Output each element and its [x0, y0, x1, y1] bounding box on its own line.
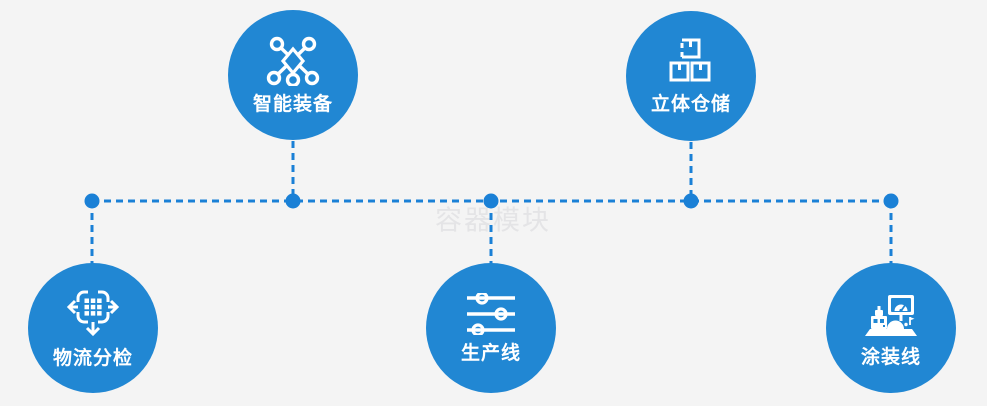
- node-logistics-sorting: 物流分检: [28, 263, 158, 393]
- node-production-line: 生产线: [426, 263, 556, 393]
- node-label: 涂装线: [860, 347, 921, 368]
- network-nodes-icon: [266, 36, 320, 86]
- node-label: 智能装备: [252, 94, 333, 115]
- node-label: 物流分检: [52, 348, 133, 369]
- sliders-icon: [467, 293, 515, 335]
- node-label: 生产线: [460, 343, 521, 364]
- distribute-arrows-icon: [66, 289, 120, 337]
- node-stereo-warehouse: 立体仓储: [626, 11, 756, 141]
- node-smart-equipment: 智能装备: [228, 10, 358, 140]
- node-label: 立体仓储: [650, 94, 731, 115]
- node-coating-line: 涂装线: [826, 263, 956, 393]
- stacked-boxes-icon: [669, 38, 711, 82]
- control-station-icon: [865, 295, 917, 336]
